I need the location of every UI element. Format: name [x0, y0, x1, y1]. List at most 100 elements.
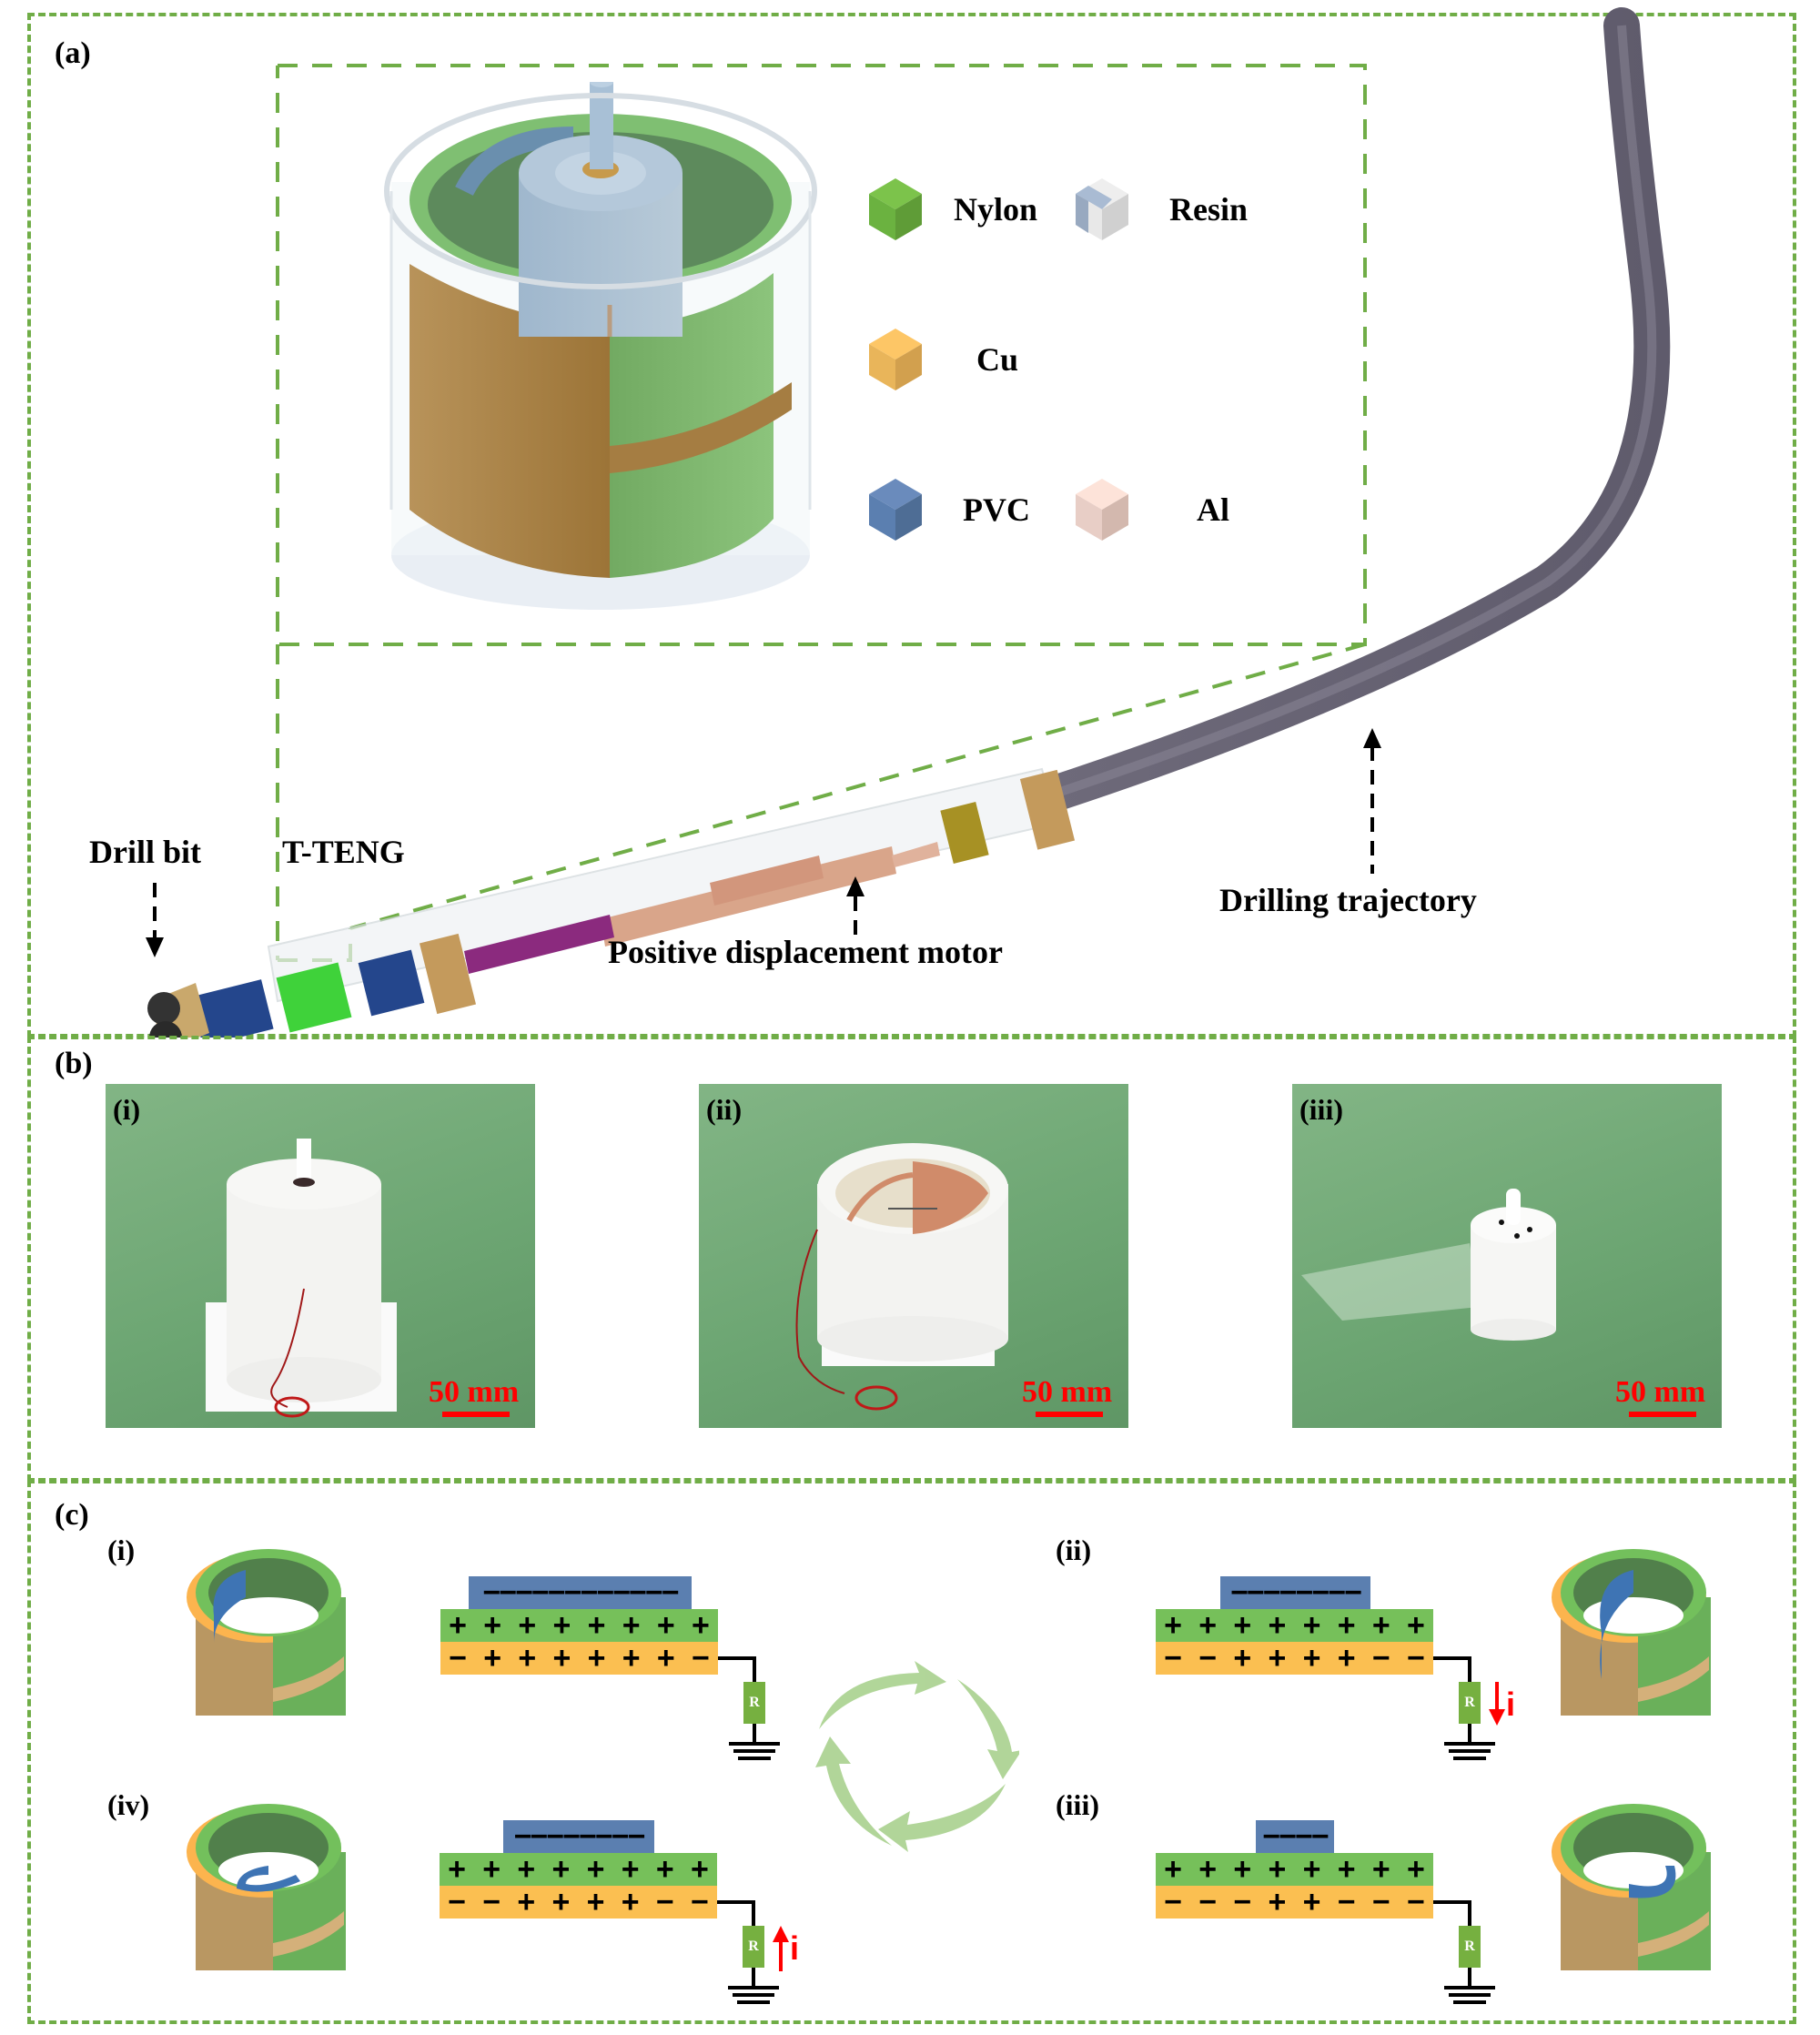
state-label: (iv): [107, 1788, 150, 1821]
current-label: i: [1506, 1686, 1516, 1723]
charge-sign: −: [449, 1641, 467, 1676]
pvc-layer: −−−−−−−−: [1220, 1576, 1370, 1609]
charge-sign: +: [551, 1852, 571, 1887]
wire: [752, 1968, 755, 1986]
wire: [1433, 1900, 1470, 1904]
ground-line: [1449, 1993, 1491, 1997]
photo-ii-label: (ii): [706, 1093, 743, 1126]
ground-line: [738, 1757, 771, 1760]
photo-i-label: (i): [113, 1093, 141, 1126]
nylon-layer: ++++++++: [440, 1853, 717, 1886]
charge-sign: +: [551, 1885, 571, 1919]
charge-sign: +: [586, 1852, 605, 1887]
charge-sign: +: [1268, 1852, 1287, 1887]
cu-electrode-layer: −++++++−: [440, 1642, 718, 1675]
stator-image: [795, 1143, 1008, 1411]
photo-ii-scale-text: 50 mm: [1022, 1375, 1113, 1409]
legend-al: Al: [1076, 479, 1229, 541]
charge-sign: +: [517, 1852, 536, 1887]
current-label: i: [790, 1929, 800, 1967]
ground-line: [1453, 2000, 1486, 2004]
ground-line: [733, 1993, 774, 1997]
ground-line: [733, 1749, 775, 1753]
charge-sign: +: [587, 1608, 606, 1643]
charge-sign: −: [1198, 1641, 1218, 1676]
charge-sign: +: [656, 1641, 675, 1676]
wire: [1468, 1724, 1471, 1742]
wire: [717, 1900, 753, 1904]
charge-sign: +: [1198, 1608, 1218, 1643]
photo-i-scale-bar: [442, 1412, 510, 1417]
charge-sign: +: [1268, 1641, 1287, 1676]
drill-string-render: [147, 7, 1671, 1038]
charge-sign: +: [1371, 1852, 1390, 1887]
charge-sign: −: [1233, 1885, 1252, 1919]
charge-sign: +: [518, 1641, 537, 1676]
rotor-image: [1301, 1189, 1556, 1341]
panel-c-frame: [27, 1480, 1796, 2024]
charge-sign: +: [482, 1852, 501, 1887]
motor-arrow-icon: [846, 876, 864, 937]
load-resistor: R: [743, 1926, 764, 1968]
legend-pvc: PVC: [869, 479, 1030, 541]
cu-electrode-layer: −−−++−−−: [1156, 1886, 1433, 1919]
charge-sign: −: [448, 1885, 466, 1919]
callout-motor: Positive displacement motor: [608, 934, 1003, 970]
charge-sign: +: [1407, 1852, 1425, 1887]
nylon-layer: ++++++++: [1156, 1609, 1433, 1642]
charge-sign: +: [483, 1641, 502, 1676]
ground-icon: [729, 1742, 780, 1746]
assembled-device-image: [206, 1139, 397, 1418]
photo-iii-scale-text: 50 mm: [1615, 1375, 1706, 1409]
wire: [1468, 1900, 1471, 1926]
charge-sign: +: [1337, 1852, 1356, 1887]
charge-sign: +: [1233, 1641, 1252, 1676]
resin-cube-icon: [1076, 178, 1128, 240]
nylon-layer: ++++++++: [440, 1609, 718, 1642]
al-cube-icon: [1076, 479, 1128, 541]
current-arrow-up-icon: [773, 1926, 789, 1971]
charge-sign: +: [622, 1641, 641, 1676]
load-resistor: R: [1459, 1682, 1481, 1724]
state-label: (iii): [1056, 1788, 1099, 1821]
legend-cu-label: Cu: [976, 341, 1019, 378]
charge-sign: +: [1302, 1641, 1321, 1676]
wire: [718, 1656, 754, 1660]
tteng-ring-render: [1552, 1804, 1711, 1970]
charge-sign: +: [1164, 1608, 1182, 1643]
charge-sign: +: [517, 1885, 536, 1919]
legend-pvc-label: PVC: [963, 491, 1030, 528]
charge-sign: −: [655, 1885, 674, 1919]
charge-sign: +: [518, 1608, 537, 1643]
tteng-ring-render: [187, 1549, 346, 1716]
charge-sign: +: [552, 1608, 571, 1643]
charge-sign: +: [1233, 1608, 1252, 1643]
charge-sign: +: [1337, 1641, 1356, 1676]
charge-sign: −: [1337, 1885, 1356, 1919]
cu-electrode-layer: −−++++−−: [440, 1886, 717, 1919]
charge-sign: +: [1302, 1852, 1321, 1887]
load-resistor: R: [1459, 1926, 1481, 1968]
current-arrow-down-icon: [1489, 1682, 1505, 1726]
panel-c-label: (c): [55, 1498, 89, 1532]
charge-sign: −: [1407, 1885, 1425, 1919]
charge-sign: +: [656, 1608, 675, 1643]
panel-b-label: (b): [55, 1047, 93, 1080]
trajectory-arrow-icon: [1363, 728, 1381, 874]
photo-rotor: (iii) 50 mm: [1292, 1084, 1722, 1428]
charge-sign: +: [622, 1608, 641, 1643]
load-resistor: R: [743, 1682, 765, 1724]
charge-sign: +: [621, 1885, 640, 1919]
photo-iii-scale-bar: [1629, 1412, 1696, 1417]
charge-sign: +: [1164, 1852, 1182, 1887]
wire: [753, 1656, 756, 1682]
photo-iii-label: (iii): [1299, 1093, 1343, 1126]
charge-sign: +: [483, 1608, 502, 1643]
wire: [752, 1900, 755, 1926]
charge-sign: +: [655, 1852, 674, 1887]
charge-sign: +: [449, 1608, 467, 1643]
wire: [1468, 1656, 1471, 1682]
callout-tteng: T-TENG: [282, 834, 405, 870]
photo-ii-scale-bar: [1036, 1412, 1103, 1417]
photo-assembled-device: (i) 50 mm: [106, 1084, 535, 1428]
